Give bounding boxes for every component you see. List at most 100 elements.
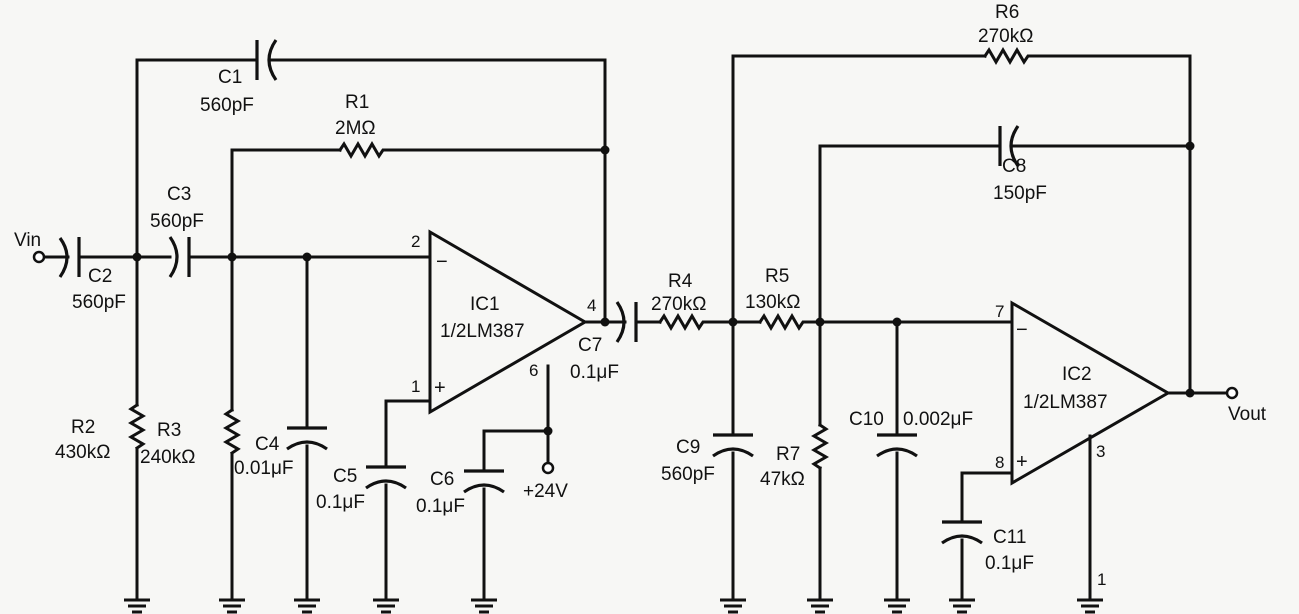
resistor-r1-symbol [337,141,387,159]
ic2-pin-inv: 7 [995,302,1004,321]
junction-dot [132,252,142,262]
resistor-r7-symbol [811,422,829,471]
label-vout: Vout [1228,404,1267,425]
junction-dot [543,426,553,436]
wire-r6-left [731,54,987,324]
c8-value: 150pF [993,183,1047,204]
supply-terminal [541,461,555,475]
c1-value: 560pF [200,95,254,116]
c11-value: 0.1μF [985,553,1034,574]
junction-dot [227,252,237,262]
r3-ref: R3 [157,420,181,441]
wire-r6-right [1028,54,1192,395]
ic2-noninv-sign: + [1016,451,1028,473]
wire-c1-right [268,58,607,324]
c1-ref: C1 [218,67,242,88]
ic2-inv-sign: − [1016,319,1028,341]
ic1-pin-supply: 6 [529,361,538,380]
wire-c6-top [482,429,550,473]
labels: Vin Vout +24V IC1 1/2LM387 2 1 4 6 − + I… [14,2,1267,589]
resistor-r6-symbol [982,47,1032,65]
ground-icon [884,598,910,614]
junctions [132,141,1195,436]
c5-value: 0.1μF [316,492,365,513]
label-supply: +24V [523,481,568,502]
ic2-symbol [1010,300,1172,486]
ground-icon [807,598,833,614]
junction-dot [600,145,610,155]
r5-value: 130kΩ [745,292,800,313]
resistor-r5-symbol [757,313,808,331]
junction-dot [892,317,902,327]
c4-value: 0.01μF [234,458,294,479]
ic2-pin-noninv: 8 [995,453,1004,472]
c6-ref: C6 [430,469,454,490]
r5-ref: R5 [765,266,789,287]
ic1-pin-noninv: 1 [411,377,420,396]
capacitor-c4-symbol [286,426,328,451]
resistor-r4-symbol [657,313,708,331]
ground-icon [294,598,320,614]
c2-ref: C2 [88,266,112,287]
c4-ref: C4 [255,434,280,455]
wire-c5-top [384,399,430,469]
r6-value: 270kΩ [978,26,1033,47]
wire-c1-left [135,58,258,259]
junction-dot [728,317,738,327]
ic1-ref: IC1 [470,294,500,315]
r3-value: 240kΩ [140,447,195,468]
wires [43,54,1229,602]
r7-value: 47kΩ [760,469,805,490]
vout-terminal [1225,386,1239,400]
c7-value: 0.1μF [570,362,619,383]
junction-dot [1185,388,1195,398]
r2-value: 430kΩ [55,442,110,463]
r1-value: 2MΩ [335,118,376,139]
ground-icon [720,598,746,614]
ground-icon [471,598,497,614]
c6-value: 0.1μF [416,496,465,517]
capacitor-c1-symbol [255,39,278,81]
capacitor-c9-symbol [712,433,754,458]
ic2-part: 1/2LM387 [1023,392,1108,413]
r4-value: 270kΩ [651,294,706,315]
junction-dot [302,252,312,262]
r1-ref: R1 [345,92,369,113]
r4-ref: R4 [668,271,693,292]
r2-ref: R2 [71,417,95,438]
r6-ref: R6 [995,2,1019,23]
r7-ref: R7 [776,444,800,465]
capacitor-c5-symbol [365,465,407,490]
ground-icon [219,598,245,614]
vin-terminal [32,250,46,264]
c9-value: 560pF [661,464,715,485]
ground-icon [373,598,399,614]
resistor-r3-symbol [223,407,241,456]
c9-ref: C9 [676,437,700,458]
c3-ref: C3 [167,184,191,205]
ground-icon [1077,598,1103,614]
c3-value: 560pF [150,211,204,232]
ic1-symbol [428,229,588,415]
capacitor-c3-symbol [168,236,191,278]
c10-value: 0.002μF [903,409,973,430]
ic2-ref: IC2 [1062,364,1092,385]
resistor-r2-symbol [128,402,146,451]
ground-icon [949,598,975,614]
c5-ref: C5 [333,466,357,487]
c11-ref: C11 [993,527,1026,548]
ground-symbols [124,598,1103,614]
ic1-part: 1/2LM387 [440,321,525,342]
capacitor-c2-symbol [58,237,81,278]
capacitor-c7-symbol [615,301,638,343]
wire-r1-left [230,148,342,259]
capacitor-c8-symbol [998,125,1020,167]
ic1-noninv-sign: + [434,377,446,399]
ic1-pin-inv: 2 [411,232,420,251]
junction-dot [815,317,825,327]
ic1-inv-sign: − [436,251,448,273]
label-vin: Vin [14,230,41,251]
capacitor-c10-symbol [876,433,918,458]
